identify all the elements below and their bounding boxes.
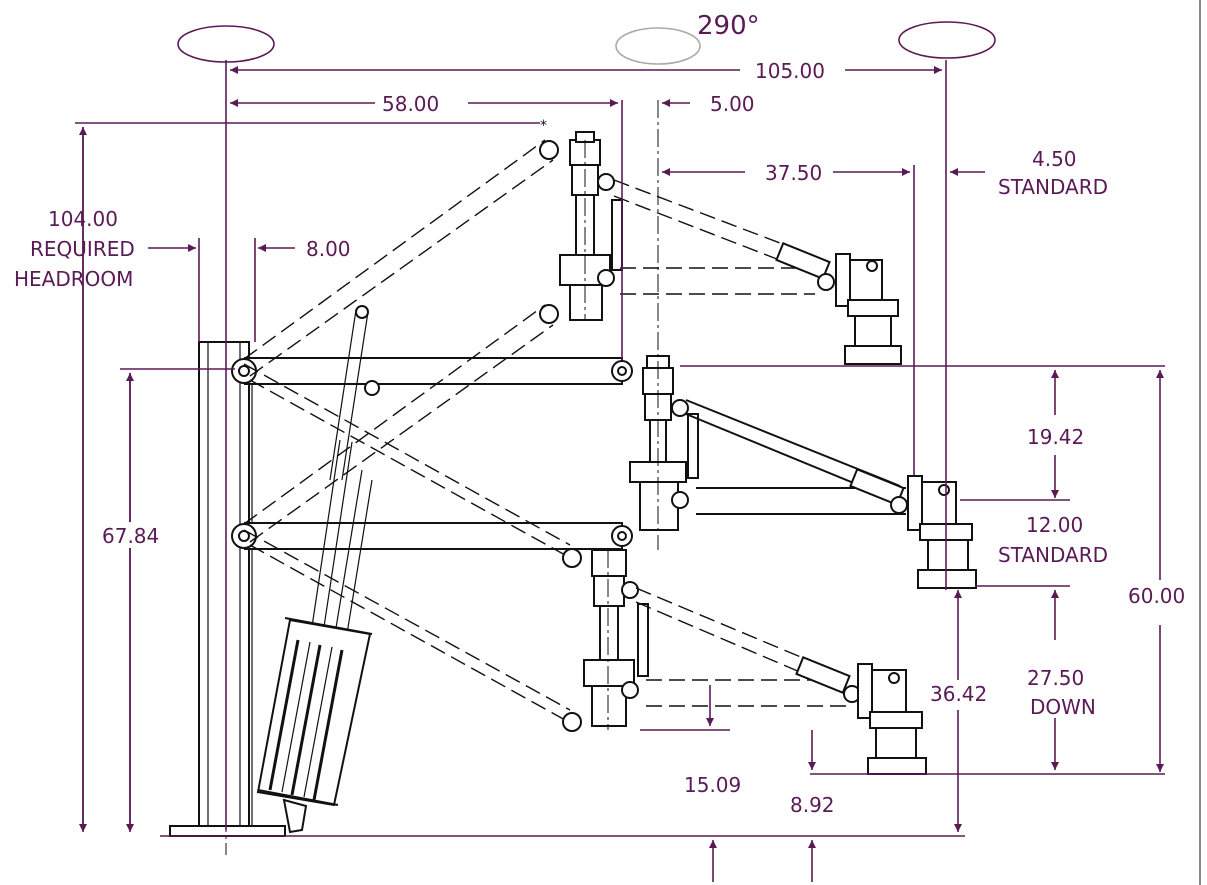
dim-headroom-label-1: REQUIRED (30, 237, 135, 261)
dim-headroom-label-2: HEADROOM (14, 267, 133, 291)
dimension-annotations: 105.00 58.00 5.00 37.50 4.50 STANDARD * … (14, 59, 1196, 882)
rotation-indicators: 290° (177, 11, 996, 65)
dim-standard-offset-label: STANDARD (998, 175, 1108, 199)
rotation-center-icon (615, 27, 701, 65)
base-plate (169, 825, 286, 837)
dim-standard-height-label: STANDARD (998, 543, 1108, 567)
pivot-joints (231, 358, 633, 549)
dim-offset-top: 5.00 (710, 92, 755, 116)
main-spindle (629, 355, 977, 589)
counterbalance-cylinder (256, 305, 380, 834)
dim-primary-reach: 58.00 (382, 92, 439, 116)
dim-secondary-reach: 37.50 (765, 161, 822, 185)
dim-down-travel-value: 27.50 (1027, 666, 1084, 690)
dim-drop-1: 15.09 (684, 773, 741, 797)
lower-arm (244, 522, 623, 550)
lowered-position-arms (243, 363, 927, 775)
upper-arm (244, 357, 623, 385)
dim-drop-2: 8.92 (790, 793, 835, 817)
rotation-right-icon (898, 21, 996, 59)
raised-position-arms (243, 131, 902, 543)
dim-standard-height-value: 12.00 (1026, 513, 1083, 537)
dim-headroom-value: 104.00 (48, 207, 118, 231)
dim-down-travel-label: DOWN (1030, 695, 1096, 719)
rotation-label: 290° (697, 11, 760, 41)
rotation-left-icon (177, 25, 275, 63)
dim-marker: * (540, 118, 547, 134)
mounting-column (198, 341, 250, 827)
dim-column-offset: 8.00 (306, 237, 351, 261)
dim-mount-height: 67.84 (102, 524, 159, 548)
dim-lowest-height: 36.42 (930, 682, 987, 706)
dim-secondary-rise: 19.42 (1027, 425, 1084, 449)
dim-standard-offset-value: 4.50 (1032, 147, 1077, 171)
dim-overall-reach: 105.00 (755, 59, 825, 83)
mechanism (169, 60, 977, 855)
dim-vertical-travel: 60.00 (1128, 584, 1185, 608)
